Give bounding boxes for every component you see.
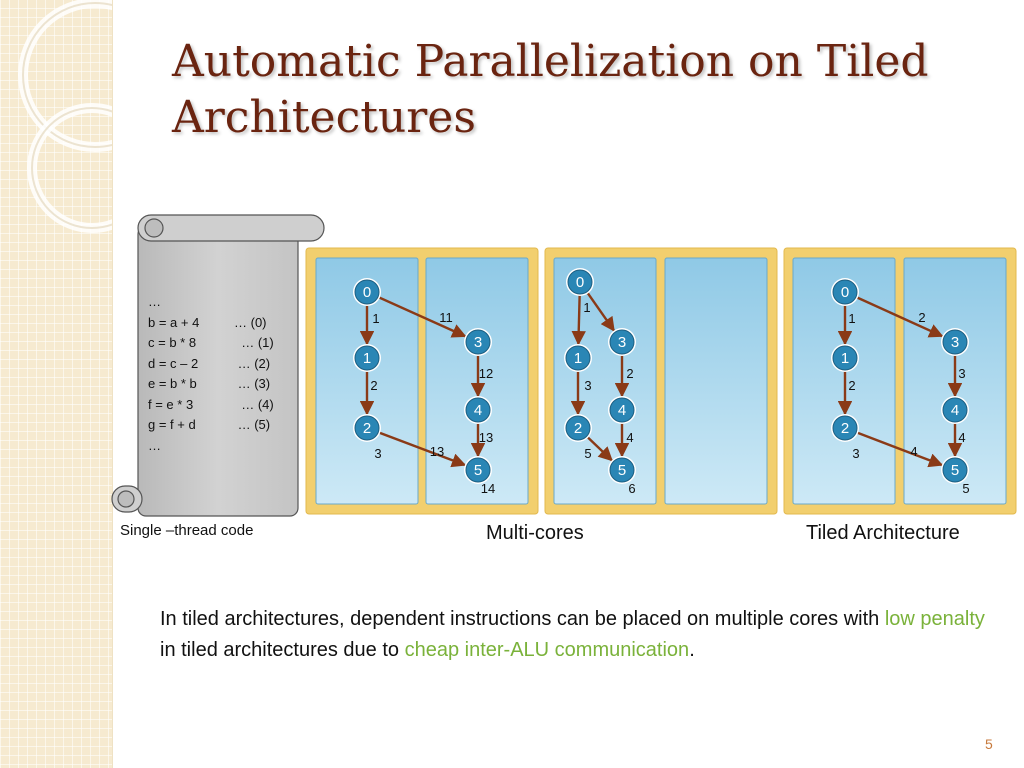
latency-label: 2 (848, 378, 855, 393)
node-label: 2 (841, 420, 849, 437)
node-label: 3 (951, 334, 959, 351)
latency-label: 2 (626, 366, 633, 381)
node-label: 2 (363, 420, 371, 437)
node-label: 0 (363, 284, 371, 301)
latency-label: 11 (439, 310, 453, 325)
latency-label: 1 (583, 300, 590, 315)
page-number: 5 (985, 736, 993, 752)
node-label: 1 (363, 350, 371, 367)
core-tile (665, 258, 767, 504)
dependency-edge (578, 295, 579, 344)
explanation-text: In tiled architectures, dependent instru… (160, 604, 1000, 666)
node-label: 4 (618, 402, 626, 419)
node-label: 5 (618, 462, 626, 479)
latency-label: 5 (962, 481, 969, 496)
latency-label: 6 (628, 481, 635, 496)
latency-label: 5 (584, 446, 591, 461)
latency-label: 1 (848, 311, 855, 326)
latency-label: 14 (481, 481, 495, 496)
node-label: 1 (574, 350, 582, 367)
text-part-2: in tiled architectures due to (160, 639, 405, 661)
latency-label: 3 (958, 366, 965, 381)
latency-label: 3 (374, 446, 381, 461)
latency-label: 1 (372, 311, 379, 326)
latency-label: 2 (918, 310, 925, 325)
node-label: 2 (574, 420, 582, 437)
multicores-caption: Multi-cores (486, 522, 584, 545)
node-label: 0 (841, 284, 849, 301)
highlight-cheap-communication: cheap inter-ALU communication (405, 639, 690, 661)
node-label: 0 (576, 274, 584, 291)
latency-label: 13 (479, 430, 493, 445)
latency-label: 4 (910, 444, 917, 459)
text-part-1: In tiled architectures, dependent instru… (160, 608, 885, 630)
latency-label: 4 (958, 430, 965, 445)
tiled-caption: Tiled Architecture (806, 522, 960, 545)
node-label: 5 (951, 462, 959, 479)
node-label: 1 (841, 350, 849, 367)
latency-label: 12 (479, 366, 493, 381)
text-part-3: . (689, 639, 695, 661)
latency-label: 2 (370, 378, 377, 393)
highlight-low-penalty: low penalty (885, 608, 985, 630)
node-label: 3 (618, 334, 626, 351)
core-tile (554, 258, 656, 504)
node-label: 3 (474, 334, 482, 351)
node-label: 5 (474, 462, 482, 479)
latency-label: 3 (852, 446, 859, 461)
node-label: 4 (474, 402, 482, 419)
latency-label: 3 (584, 378, 591, 393)
node-label: 4 (951, 402, 959, 419)
latency-label: 4 (626, 430, 633, 445)
latency-label: 13 (430, 444, 444, 459)
